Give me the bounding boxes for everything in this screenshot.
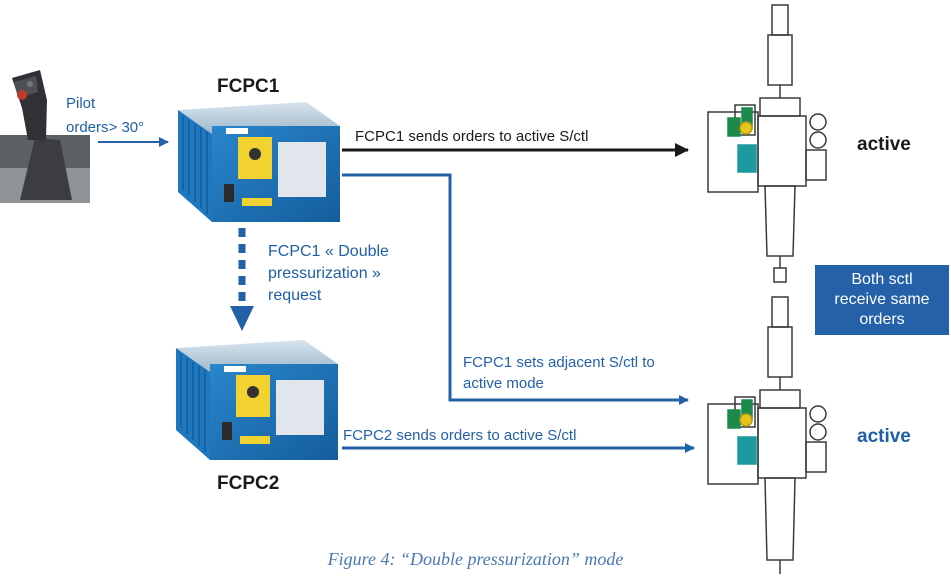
fcpc1-sets-adjacent-arrow: [342, 173, 689, 405]
fcpc1-title: FCPC1: [217, 76, 280, 97]
both-sctl-callout: Both sctl receive same orders: [815, 265, 949, 335]
fcpc2-orders-label: FCPC2 sends orders to active S/ctl: [343, 427, 577, 444]
callout-line3: orders: [859, 311, 905, 328]
request-label-line3: request: [268, 287, 322, 304]
fcpc2-title: FCPC2: [217, 473, 280, 494]
fcpc1-sets-label-line1: FCPC1 sets adjacent S/ctl to: [463, 354, 655, 371]
servo-control-bottom: [707, 296, 827, 574]
request-label-line2: pressurization »: [268, 265, 381, 282]
servo-control-top: [707, 4, 827, 283]
callout-line2: receive same: [834, 291, 930, 308]
fcpc2-computer-box: [176, 340, 338, 460]
pilot-label-line1: Pilot: [66, 95, 96, 112]
request-label-line1: FCPC1 « Double: [268, 243, 389, 260]
double-pressurization-request-arrow: [230, 228, 254, 331]
callout-line1: Both sctl: [851, 271, 913, 288]
fcpc1-sets-label-line2: active mode: [463, 375, 544, 392]
pilot-label-line2: orders> 30°: [66, 119, 145, 136]
fcpc1-computer-box: [178, 102, 340, 222]
sctl-top-status: active: [857, 134, 911, 155]
joystick-image: [0, 70, 90, 203]
fcpc1-orders-label: FCPC1 sends orders to active S/ctl: [355, 128, 589, 145]
figure-caption: Figure 4: “Double pressurization” mode: [327, 549, 624, 569]
sctl-bottom-status: active: [857, 426, 911, 447]
